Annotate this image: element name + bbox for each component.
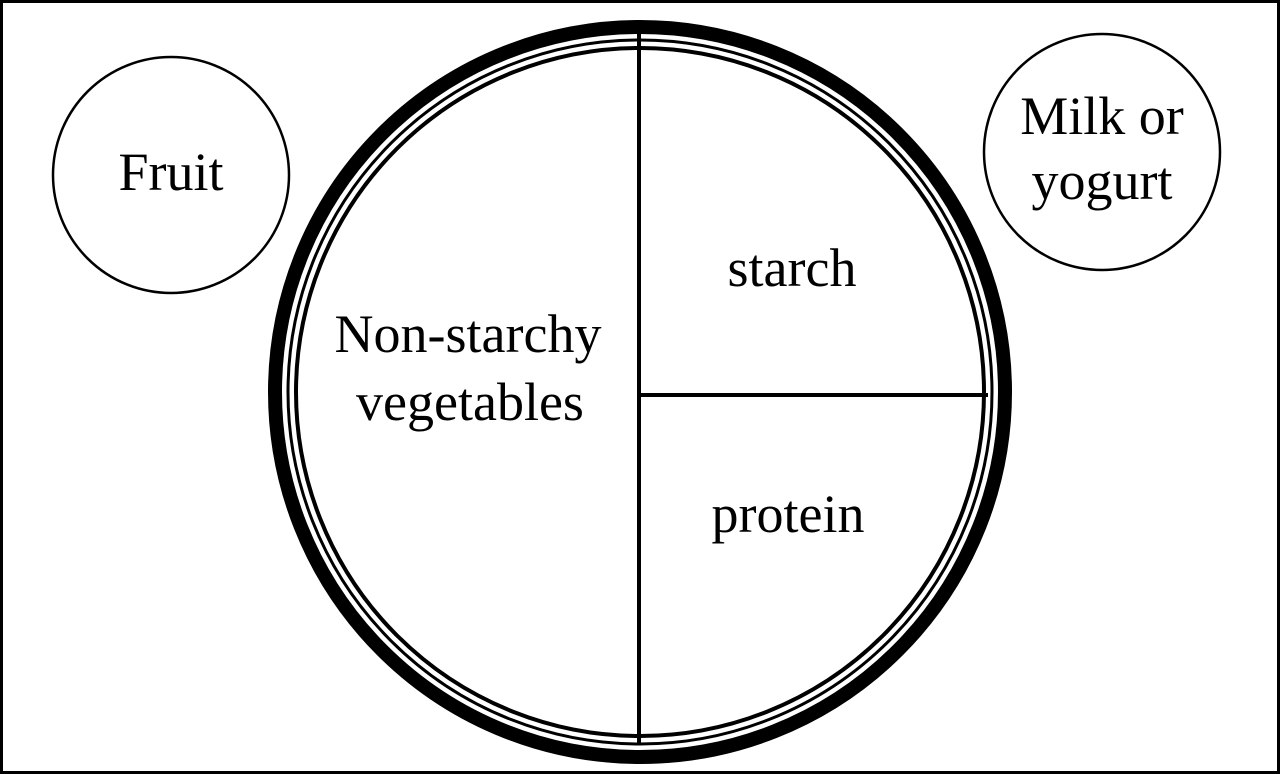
vegetables-label-line2: vegetables xyxy=(356,372,584,432)
milk-yogurt-label-line1: Milk or xyxy=(1020,86,1184,146)
fruit-label: Fruit xyxy=(118,142,223,202)
protein-label: protein xyxy=(712,484,865,544)
plate-outer-rim xyxy=(268,20,1012,764)
starch-label: starch xyxy=(728,238,857,298)
milk-yogurt-circle xyxy=(982,32,1222,272)
milk-yogurt-label-line2: yogurt xyxy=(1032,151,1173,211)
fruit-circle xyxy=(51,55,291,295)
vegetables-label-line1: Non-starchy xyxy=(335,304,602,364)
